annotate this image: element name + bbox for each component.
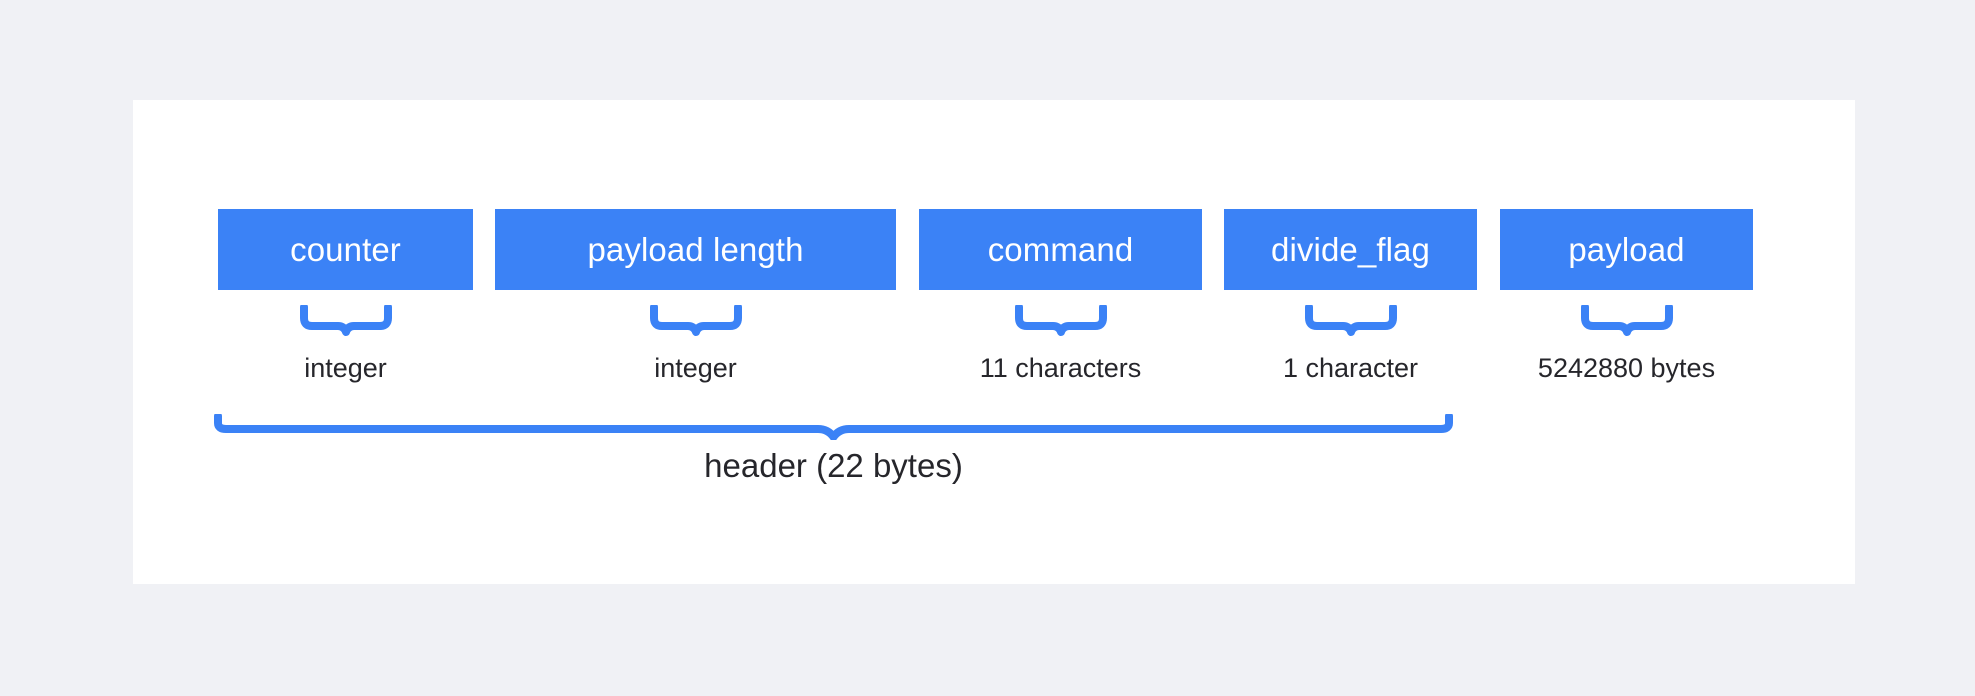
field-box-counter[interactable]: counter [218,209,473,290]
field-label-payload: payload [1568,231,1685,268]
brace-icon-counter [299,305,392,336]
field-label-command: command [987,231,1134,268]
brace-icon-divide-flag [1304,305,1397,336]
brace-icon-payload-length [649,305,742,336]
field-caption-divide-flag: 1 character [1282,353,1419,383]
field-box-divide-flag[interactable]: divide_flag [1224,209,1477,290]
field-label-divide-flag: divide_flag [1271,231,1430,268]
diagram-card: counter integer payload length integer c… [133,100,1855,584]
field-caption-command: 11 characters [979,353,1142,383]
field-box-payload[interactable]: payload [1500,209,1753,290]
field-caption-payload-length: integer [654,353,737,383]
field-box-command[interactable]: command [919,209,1202,290]
brace-icon-command [1014,305,1107,336]
field-caption-counter: integer [304,353,387,383]
field-label-payload-length: payload length [587,231,804,268]
field-label-counter: counter [290,231,401,268]
header-group-label: header (22 bytes) [704,447,963,484]
brace-icon-payload [1580,305,1673,336]
field-box-payload-length[interactable]: payload length [495,209,896,290]
header-brace-icon [214,414,1453,440]
field-caption-payload: 5242880 bytes [1537,353,1716,383]
